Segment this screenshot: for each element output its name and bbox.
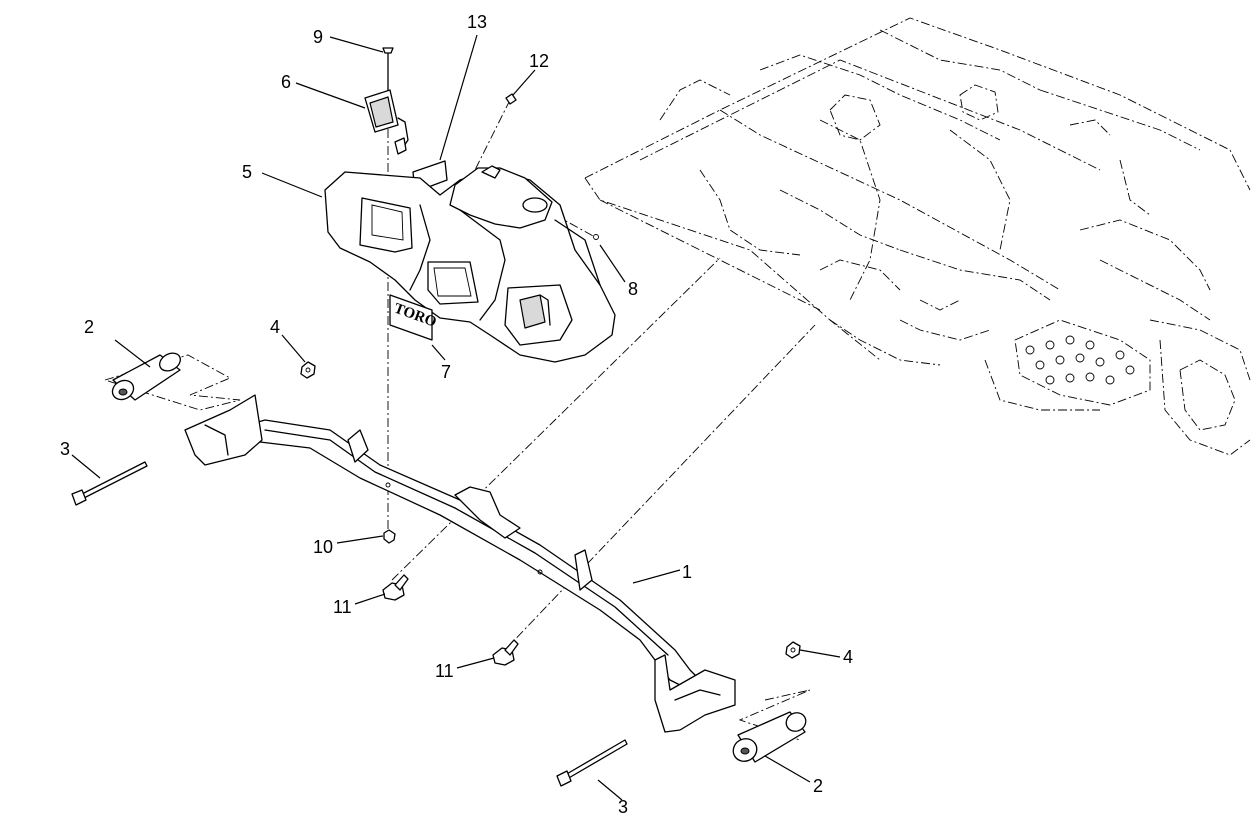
callout-4-right: 4 [843,647,853,667]
bolt-right [556,739,628,787]
flange-bolt-b [492,639,519,666]
callout-12: 12 [529,51,549,71]
mower-frame [584,17,1251,456]
leader-lines [71,34,841,801]
light-assembly [364,89,409,155]
flange-bolt-a [382,574,409,601]
callout-8: 8 [628,279,638,299]
callout-3-right: 3 [618,797,628,817]
callout-1: 1 [682,562,692,582]
front-hood [324,165,616,363]
callout-13: 13 [467,12,487,32]
bolt-left [71,461,148,506]
callout-11-a: 11 [333,597,352,617]
screw-top [382,47,394,93]
callout-2-left: 2 [84,317,94,337]
callout-6: 6 [281,72,291,92]
callout-labels: 1 2 2 3 3 4 4 5 6 7 8 9 10 11 11 12 13 [60,12,853,817]
callout-3-left: 3 [60,439,70,459]
bumper-bar [184,394,736,733]
screw-small [505,93,517,105]
nut-center [383,529,396,544]
callout-5: 5 [242,162,252,182]
callout-4-left: 4 [270,317,280,337]
callout-9: 9 [313,27,323,47]
nut-left [300,361,316,379]
roller-left [111,352,181,401]
callout-7: 7 [441,362,451,382]
callout-11-b: 11 [435,661,454,681]
step-plate [1025,335,1135,385]
callout-2-right: 2 [813,776,823,796]
nut-right [785,641,801,659]
roller-right [732,711,807,763]
screw-side [593,234,599,240]
callout-10: 10 [313,537,333,557]
